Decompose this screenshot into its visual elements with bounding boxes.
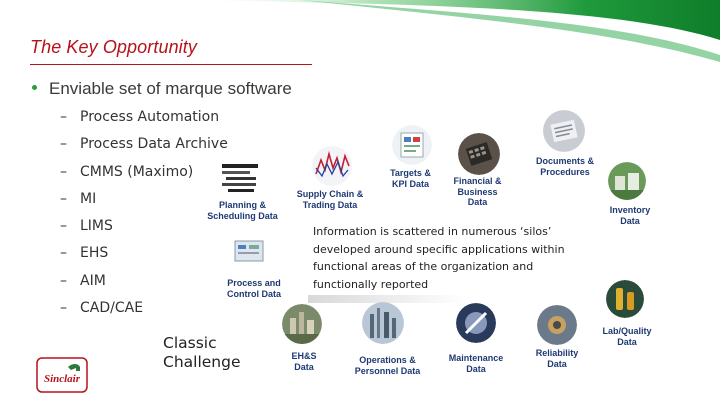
node-targets-kpi: Targets &KPI Data [390, 168, 431, 189]
list-item: –Process Automation [60, 109, 220, 125]
list-item: –CAD/CAE [60, 300, 144, 317]
kpi-dashboard-icon [392, 125, 432, 165]
node-documents-procedures: Documents &Procedures [535, 156, 594, 177]
node-operations-personnel: Operations &Personnel Data [354, 355, 421, 376]
operations-plant-icon [362, 302, 404, 344]
svg-text:Sinclair: Sinclair [44, 373, 81, 385]
list-item: –LIMS [60, 218, 113, 235]
slide-title: The Key Opportunity [30, 37, 197, 57]
planning-schedule-icon [218, 160, 262, 198]
bullet-dot-icon [32, 85, 37, 91]
title-underline [30, 64, 312, 65]
header-swoosh [180, 0, 720, 62]
inventory-tanks-icon [608, 162, 646, 200]
ehs-refinery-icon [282, 304, 322, 344]
silos-description: Information is scattered in numerous ‘si… [313, 225, 565, 291]
main-bullet-text: Enviable set of marque software [49, 79, 292, 98]
description-underline [308, 295, 468, 303]
main-bullet: Enviable set of marque software [32, 79, 292, 99]
financial-calculator-icon [458, 133, 500, 175]
list-item: –EHS [60, 245, 109, 262]
software-list: –Process Automation –Process Data Archiv… [60, 107, 228, 325]
list-item: –AIM [60, 272, 106, 289]
reliability-equipment-icon [537, 305, 577, 345]
classic-challenge-text: Classic Challenge [163, 334, 241, 371]
maintenance-worker-icon [456, 303, 496, 343]
sinclair-logo: Sinclair [36, 357, 88, 393]
documents-icon [543, 110, 585, 152]
lab-quality-icon [606, 280, 644, 318]
list-item: –Process Data Archive [60, 136, 228, 153]
list-item: –CMMS (Maximo) [60, 163, 194, 180]
control-screen-icon [232, 236, 266, 270]
list-item: –MI [60, 190, 97, 207]
node-planning-scheduling: Planning &Scheduling Data [207, 200, 278, 221]
supply-chain-chart-icon [312, 146, 352, 186]
node-supply-chain: Supply Chain &Trading Data [296, 189, 364, 210]
